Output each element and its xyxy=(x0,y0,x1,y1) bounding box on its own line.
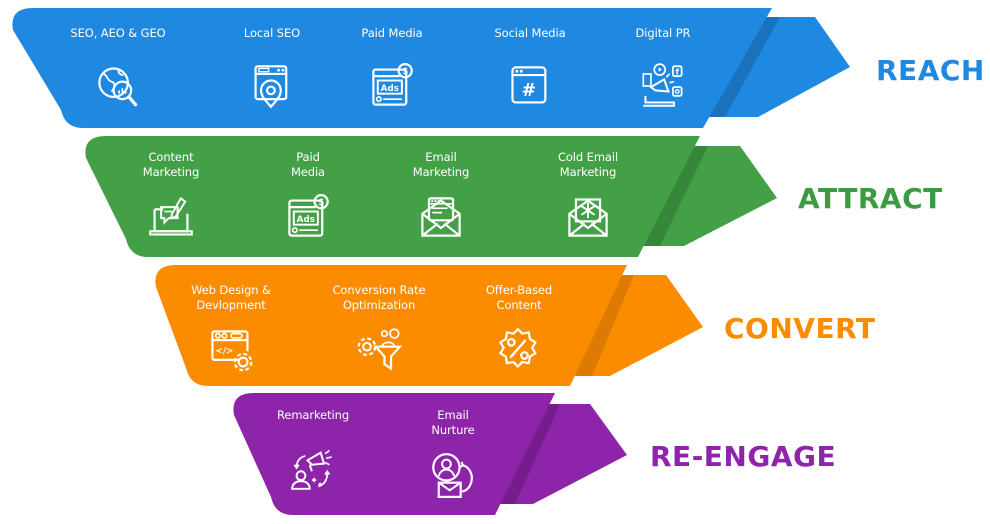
service-item: Email Nurture xyxy=(388,408,518,498)
laptop-pen-chat-icon xyxy=(149,196,193,236)
funnel-band xyxy=(85,136,700,257)
svg-text:#: # xyxy=(522,81,537,101)
arrow-fold-shadow xyxy=(640,146,708,246)
arrow-fold-shadow xyxy=(497,404,560,504)
service-label: Email Nurture xyxy=(431,408,475,437)
browser-code-gear-icon: </> xyxy=(211,330,253,372)
stage-arrow xyxy=(572,275,703,376)
service-label: Digital PR xyxy=(635,26,691,40)
service-item: Offer-Based Content xyxy=(454,283,584,373)
browser-hashtag-icon: # xyxy=(511,66,547,104)
service-item: Remarketing xyxy=(248,408,378,491)
funnel-band xyxy=(155,265,627,386)
percent-badge-icon xyxy=(498,327,537,368)
svg-text:f: f xyxy=(676,68,680,77)
service-item: Social Media # xyxy=(465,26,595,109)
gear-funnel-icon xyxy=(357,328,402,371)
service-item: SEO, AEO & GEO xyxy=(53,26,183,109)
service-item: Local SEO xyxy=(207,26,337,109)
service-label: Email Marketing xyxy=(412,150,470,179)
service-label: Web Design & Devlopment xyxy=(191,283,271,312)
service-item: Content Marketing xyxy=(106,150,236,240)
stage-label-reach: REACH xyxy=(876,54,985,87)
service-label: Social Media xyxy=(494,26,566,40)
service-item: Email Marketing xyxy=(376,150,506,240)
envelope-letter-icon xyxy=(421,197,461,237)
stage-arrow xyxy=(640,146,777,246)
funnel-stage-convert xyxy=(155,265,703,386)
svg-text:Ads: Ads xyxy=(297,215,315,225)
service-label: Cold Email Marketing xyxy=(557,150,619,179)
stage-arrow xyxy=(497,404,627,504)
ads-dollar-icon: Ads$ xyxy=(288,194,329,237)
service-item: Conversion Rate Optimization xyxy=(314,283,444,373)
svg-text:$: $ xyxy=(402,67,408,77)
service-label: Remarketing xyxy=(276,408,350,422)
funnel-band xyxy=(233,393,555,515)
service-label: Content Marketing xyxy=(142,150,200,179)
service-item: Web Design & Devlopment </> xyxy=(166,283,296,373)
globe-search-icon xyxy=(98,67,138,107)
service-item: Digital PR f xyxy=(598,26,728,109)
funnel-band xyxy=(12,8,772,128)
funnel-stage-attract xyxy=(85,136,777,257)
funnel-stage-re-engage xyxy=(233,393,627,515)
funnel-stage-reach xyxy=(12,8,850,128)
user-megaphone-cycle-icon xyxy=(291,449,332,490)
service-label: SEO, AEO & GEO xyxy=(70,26,166,40)
stage-label-attract: ATTRACT xyxy=(798,182,943,215)
arrow-fold-shadow xyxy=(705,17,780,117)
ads-dollar-icon: Ads$ xyxy=(372,63,413,106)
envelope-snowflake-icon xyxy=(568,198,608,237)
arrow-fold-shadow xyxy=(572,275,634,376)
service-label: Local SEO xyxy=(243,26,301,40)
svg-text:$: $ xyxy=(318,198,324,208)
service-item: Cold Email Marketing xyxy=(523,150,653,240)
stage-arrow xyxy=(705,17,850,117)
svg-text:Ads: Ads xyxy=(381,84,399,94)
service-label: Paid Media xyxy=(361,26,423,40)
user-envelope-cycle-icon xyxy=(432,453,473,498)
megaphone-social-icon: f xyxy=(642,63,683,107)
svg-text:</>: </> xyxy=(215,346,233,356)
service-label: Paid Media xyxy=(290,150,326,179)
stage-label-re-engage: RE-ENGAGE xyxy=(650,440,837,473)
service-label: Offer-Based Content xyxy=(485,283,553,312)
stage-label-convert: CONVERT xyxy=(724,312,876,345)
browser-location-pin-icon xyxy=(254,65,288,109)
service-label: Conversion Rate Optimization xyxy=(332,283,426,312)
